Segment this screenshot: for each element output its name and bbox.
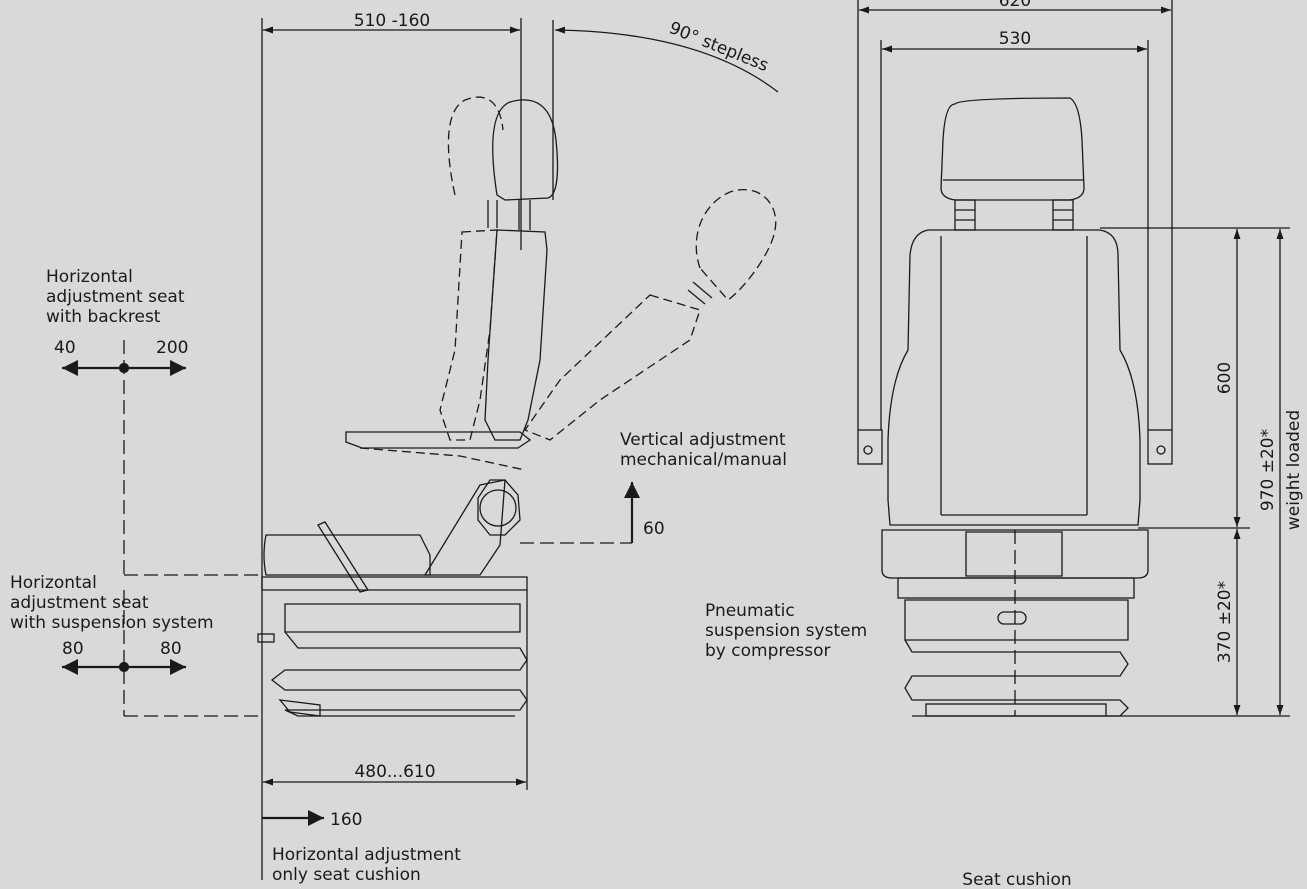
backrest-reclined — [523, 294, 701, 441]
recline-arc — [554, 26, 779, 93]
recline-label: 90° stepless — [666, 18, 771, 76]
suspension-adjust-arrows — [62, 659, 186, 675]
backrest-height-label: 600 — [1215, 362, 1235, 394]
seat-slide-rail — [261, 576, 528, 591]
base-height-label: 370 ±20* — [1215, 581, 1235, 663]
seat-slide-front — [897, 577, 1135, 599]
suspension-bellows-front — [904, 639, 1129, 717]
armrest-bracket-right — [1147, 429, 1173, 465]
seat-bracket — [423, 479, 506, 576]
suspension-base-front — [925, 703, 1107, 717]
seat-cushion-base — [263, 534, 431, 576]
backrest-adjust-title: Horizontal adjustment seat with backrest — [46, 267, 190, 327]
vertical-adjust-value: 60 — [643, 519, 665, 539]
seat-pan — [345, 431, 532, 449]
suspension-valve-front — [997, 611, 1027, 625]
armrest-pivot-right — [1156, 445, 1166, 455]
backrest-front — [887, 229, 1141, 526]
side-view — [123, 18, 779, 880]
armrest-bracket-left — [857, 429, 883, 465]
width-dimension-label: 510 -160 — [354, 11, 430, 31]
cushion-adjust-title: Horizontal adjustment only seat cushion — [272, 845, 466, 885]
suspension-adjust-title: Horizontal adjustment seat with suspensi… — [10, 573, 214, 633]
suspension-adjust-left-value: 80 — [62, 639, 84, 659]
total-height-label: 970 ±20* — [1258, 429, 1278, 511]
suspension-base-lever — [278, 699, 321, 717]
backrest-forward — [439, 229, 498, 441]
headrest-front — [940, 97, 1085, 201]
suspension-label: Pneumatic suspension system by compresso… — [705, 601, 873, 661]
headrest-rods-front — [954, 199, 1074, 231]
headrest-forward — [447, 96, 504, 196]
seat-cushion-front — [881, 529, 1149, 579]
headrest-rods — [487, 200, 713, 305]
adjustment-lever — [317, 521, 370, 593]
suspension-valve — [257, 633, 275, 643]
recline-knob — [479, 489, 517, 527]
suspension-top-front — [904, 599, 1129, 641]
depth-dimension-label: 480...610 — [354, 762, 435, 782]
inner-width-label: 530 — [999, 29, 1031, 49]
seat-pan-outline — [359, 447, 526, 471]
seat-cushion-center — [965, 531, 1063, 577]
suspension-adjust-right-value: 80 — [160, 639, 182, 659]
cushion-adjust-value: 160 — [330, 810, 362, 830]
suspension-bellows — [270, 631, 528, 717]
headrest-upright — [492, 99, 559, 201]
suspension-top — [284, 603, 521, 633]
vertical-adjust-title: Vertical adjustment mechanical/manual — [620, 430, 791, 470]
armrest-pivot-left — [863, 445, 873, 455]
outer-width-label: 620 — [999, 0, 1031, 11]
total-height-note: weight loaded — [1284, 410, 1304, 530]
knob-housing — [477, 479, 521, 536]
front-view — [857, 0, 1290, 717]
backrest-adjust-right-value: 200 — [156, 338, 188, 358]
backrest-adjust-left-value: 40 — [54, 338, 76, 358]
backrest-adjust-arrows — [62, 360, 186, 376]
headrest-reclined — [695, 189, 777, 301]
backrest-upright — [484, 229, 548, 441]
seat-cushion-label: Seat cushion — [962, 870, 1071, 889]
